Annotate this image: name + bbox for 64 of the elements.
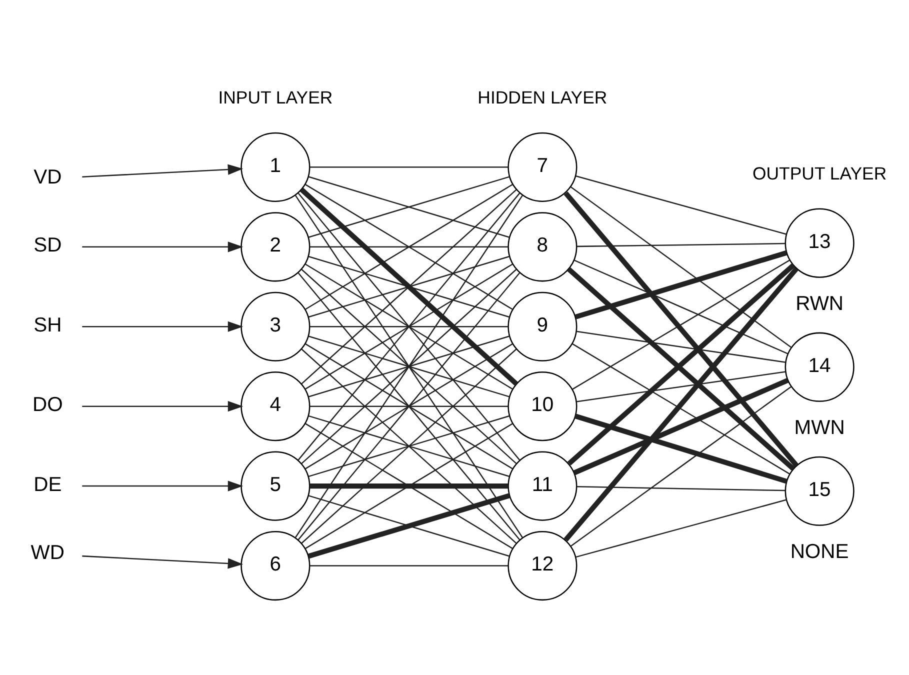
connector <box>576 330 786 362</box>
node-circle: 15 <box>784 456 854 526</box>
node-circle: 12 <box>508 530 578 600</box>
connector <box>573 378 789 475</box>
connector <box>294 194 524 538</box>
node-circle: 10 <box>508 371 578 441</box>
node-text: DO <box>32 394 63 416</box>
label: OUTPUT LAYER <box>752 162 887 183</box>
connector <box>310 166 508 168</box>
node-circle: 9 <box>508 291 578 361</box>
node-circle: 11 <box>508 450 578 520</box>
node-text: VD <box>34 166 62 188</box>
connector <box>308 255 510 318</box>
node-label: NONE <box>790 540 849 562</box>
connector <box>574 259 788 354</box>
node-text: SH <box>34 314 62 336</box>
connector <box>305 342 514 469</box>
connector <box>564 191 798 467</box>
connector <box>570 186 792 348</box>
node-text: WD <box>30 542 65 564</box>
node-circle: 2 <box>240 212 310 282</box>
arrow <box>82 164 244 177</box>
arrow <box>82 320 244 332</box>
connector <box>308 335 510 397</box>
arrow <box>82 554 244 568</box>
node-text: DE <box>34 473 62 496</box>
arrow <box>82 480 244 491</box>
connector <box>298 192 520 460</box>
connector <box>301 348 517 544</box>
node-circle: 14 <box>784 332 854 402</box>
connector <box>564 266 798 542</box>
node-text: SD <box>34 234 62 256</box>
connector <box>576 498 787 558</box>
connector <box>575 250 788 319</box>
node-circle: 7 <box>508 132 578 202</box>
connector <box>310 483 508 488</box>
connector <box>576 174 787 234</box>
node-circle: 6 <box>240 530 310 600</box>
node-circle: 8 <box>508 212 578 282</box>
connector <box>576 242 786 247</box>
label: HIDDEN LAYER <box>478 87 608 108</box>
arrow <box>82 400 244 412</box>
node-circle: 4 <box>240 371 310 441</box>
connector <box>310 564 508 566</box>
node-circle: 1 <box>240 132 310 202</box>
label: INPUT LAYER <box>218 87 333 108</box>
connector <box>310 325 508 327</box>
connector <box>572 342 790 474</box>
connector <box>308 414 510 477</box>
connector <box>576 370 786 402</box>
arrow <box>82 241 244 252</box>
node-circle: 3 <box>240 291 310 361</box>
node-circle: 5 <box>240 450 310 520</box>
connector <box>310 405 508 406</box>
connector <box>308 176 510 238</box>
node-circle: 13 <box>784 208 854 278</box>
connector <box>574 413 788 484</box>
connector <box>298 272 520 540</box>
connector <box>310 246 508 248</box>
node-label: MWN <box>794 416 845 438</box>
connector <box>572 258 790 390</box>
connector <box>576 486 786 491</box>
node-label: RWN <box>796 292 844 314</box>
connector <box>570 386 792 546</box>
